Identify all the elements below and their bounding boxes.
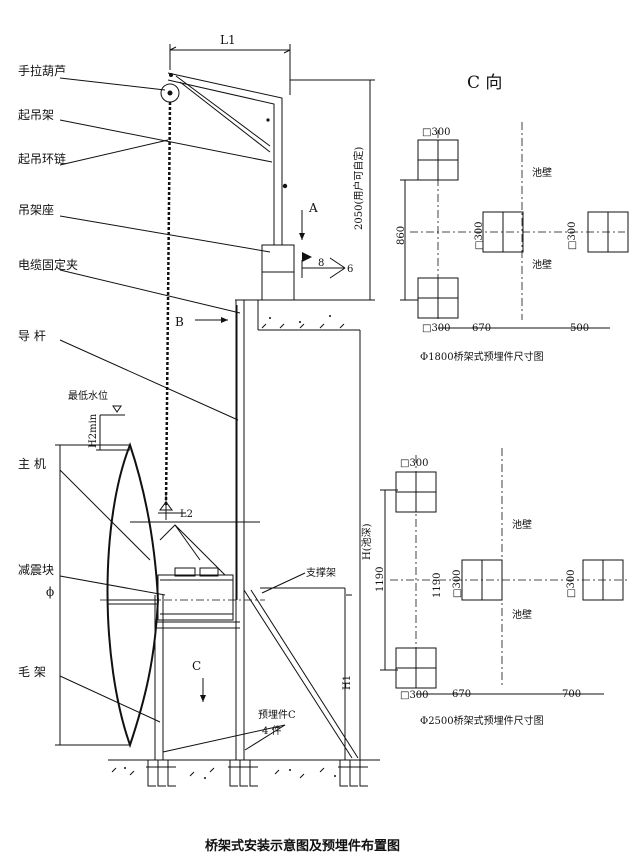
bottom-dim-1190b: 1190	[432, 573, 443, 598]
h-depth-label: H(池深)	[360, 523, 373, 560]
h1-label: H1	[342, 675, 353, 690]
view-c-title: C 向	[467, 73, 502, 93]
bottom-wall-2: 池壁	[512, 608, 532, 621]
min-water-label: 最低水位	[68, 389, 108, 402]
arrow-b-label: B	[175, 315, 184, 329]
view-arrow-a: A	[299, 201, 318, 240]
label-hoist: 手拉葫芦	[18, 63, 66, 78]
arrow-a-label: A	[308, 201, 318, 215]
bottom-wall-1: 池壁	[512, 518, 532, 531]
layout-top: 860 □300 □300 □300 □300 池壁 池壁 670 500 Φ1…	[396, 122, 629, 363]
dimension-h: H(池深)	[359, 330, 373, 760]
label-cable-clamp: 电缆固定夹	[18, 257, 78, 272]
arrow-c-label: C	[192, 659, 201, 673]
label-guide-rod: 导 杆	[18, 329, 46, 343]
h2min-label: H2min	[88, 413, 99, 448]
top-dim-860: 860	[396, 226, 407, 245]
l2-label: L2	[180, 509, 193, 520]
top-sq-2: □300	[474, 221, 485, 250]
label-lifting-chain: 起吊环链	[18, 151, 66, 166]
view-arrow-c: C	[192, 659, 206, 702]
embedded-feet	[146, 760, 368, 787]
top-wall-1: 池壁	[532, 166, 552, 179]
guide-rods	[154, 300, 245, 760]
figure-caption: 桥架式安装示意图及预埋件布置图	[205, 838, 400, 854]
label-support-frame: 支撑架	[306, 566, 336, 579]
top-caption: Φ1800桥架式预埋件尺寸图	[420, 350, 544, 363]
label-lifting-frame: 起吊架	[18, 108, 54, 122]
dimension-h1: H1	[342, 594, 353, 690]
leader-lines	[59, 77, 306, 753]
label-bracket: 毛 架	[18, 665, 46, 679]
top-dim-500: 500	[570, 323, 589, 334]
view-arrow-b: B	[175, 315, 228, 329]
num-6-label: 6	[347, 264, 353, 275]
bottom-caption: Φ2500桥架式预埋件尺寸图	[420, 714, 544, 727]
dim-2050-label: 2050(用户可自定)	[352, 147, 365, 230]
label-damping-block: 减震块	[18, 563, 54, 577]
layout-bottom: 1190 □300 □300 □300 □300 1190 池壁 池壁 670 …	[375, 448, 630, 727]
bottom-dim-700: 700	[562, 689, 581, 700]
lifting-frame	[167, 72, 300, 301]
slab-top	[235, 299, 360, 331]
num-8-label: 8	[318, 258, 324, 269]
label-frame-base: 吊架座	[18, 202, 54, 217]
dimension-phi: ϕ	[46, 444, 130, 746]
dimension-l1: L1	[169, 33, 291, 95]
bottom-dim-670: 670	[452, 689, 471, 700]
water-level-marker: H2min 最低水位	[68, 389, 130, 451]
dimension-l2: L2	[158, 495, 193, 520]
phi-label: ϕ	[46, 585, 54, 599]
pool-floor	[108, 759, 380, 779]
top-dim-670: 670	[472, 323, 491, 334]
lifting-chain	[164, 101, 172, 506]
label-count: 4 件	[262, 725, 282, 737]
top-wall-2: 池壁	[532, 258, 552, 271]
bottom-sq-2: □300	[452, 569, 463, 598]
bottom-sq-1: □300	[400, 458, 429, 469]
label-main-unit: 主 机	[18, 457, 46, 471]
main-unit	[106, 442, 234, 749]
dimension-2050: 2050(用户可自定)	[290, 79, 375, 301]
bottom-sq-3: □300	[566, 569, 577, 598]
bottom-sq-4: □300	[400, 690, 429, 701]
label-embedded-c: 预埋件C	[258, 709, 296, 721]
l1-label: L1	[220, 33, 236, 47]
hoist-pulley	[160, 83, 180, 103]
main-frame	[130, 521, 359, 760]
top-sq-4: □300	[422, 323, 451, 334]
bottom-dim-1190a: 1190	[375, 567, 386, 592]
top-sq-1: □300	[422, 127, 451, 138]
cable-flag: 8 6	[301, 252, 353, 279]
top-sq-3: □300	[567, 221, 578, 250]
